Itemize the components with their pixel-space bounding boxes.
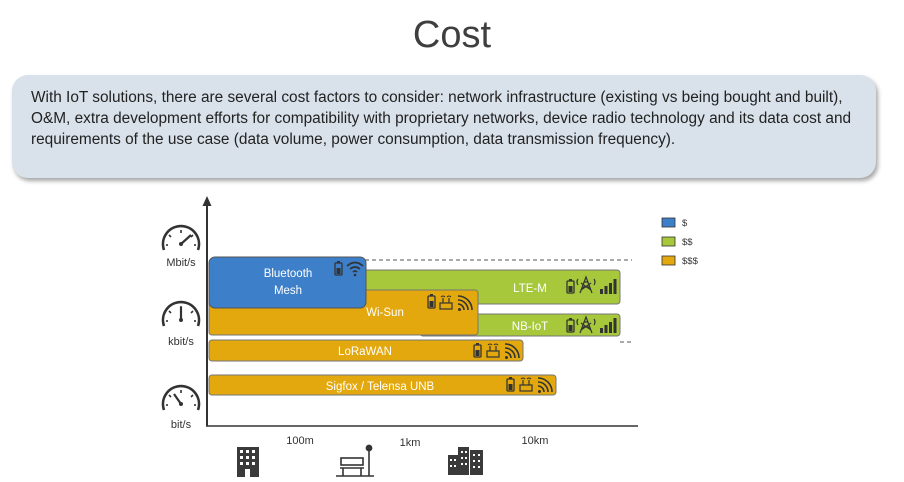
label-lorawan: LoRaWAN [338, 346, 392, 358]
x-label-1km: 1km [400, 437, 421, 449]
legend: $ $$ $$$ [661, 217, 699, 267]
city-icon [448, 447, 483, 475]
legend-swatch-orange [661, 255, 676, 266]
building-icon [237, 447, 259, 477]
legend-label-1: $ [682, 218, 688, 229]
y-label-mbit: Mbit/s [166, 257, 196, 269]
legend-label-3: $$$ [682, 256, 699, 267]
info-callout: With IoT solutions, there are several co… [12, 75, 876, 178]
x-label-100m: 100m [286, 435, 314, 447]
label-wi-sun: Wi-Sun [366, 307, 404, 319]
y-label-bit: bit/s [171, 419, 192, 431]
bar-sigfox-telensa [208, 374, 557, 396]
y-label-kbit: kbit/s [168, 336, 194, 348]
speedometer-icon [161, 300, 201, 328]
legend-swatch-green [661, 236, 676, 247]
page-title: Cost [412, 14, 492, 56]
label-mesh: Mesh [274, 285, 302, 297]
label-lte-m: LTE-M [513, 283, 547, 295]
park-bench-icon [336, 444, 374, 477]
legend-label-2: $$ [682, 237, 693, 248]
label-sigfox-telensa: Sigfox / Telensa UNB [326, 381, 435, 393]
speedometer-icon [161, 384, 201, 412]
label-nb-iot: NB-IoT [512, 321, 548, 333]
bar-lorawan [208, 339, 524, 362]
y-axis-arrow [202, 196, 212, 206]
legend-swatch-blue [661, 217, 676, 228]
label-bluetooth: Bluetooth [264, 268, 313, 280]
x-label-10km: 10km [522, 435, 549, 447]
bar-bluetooth-mesh [208, 256, 367, 309]
callout-text: With IoT solutions, there are several co… [31, 89, 852, 148]
speedometer-icon [161, 224, 201, 252]
